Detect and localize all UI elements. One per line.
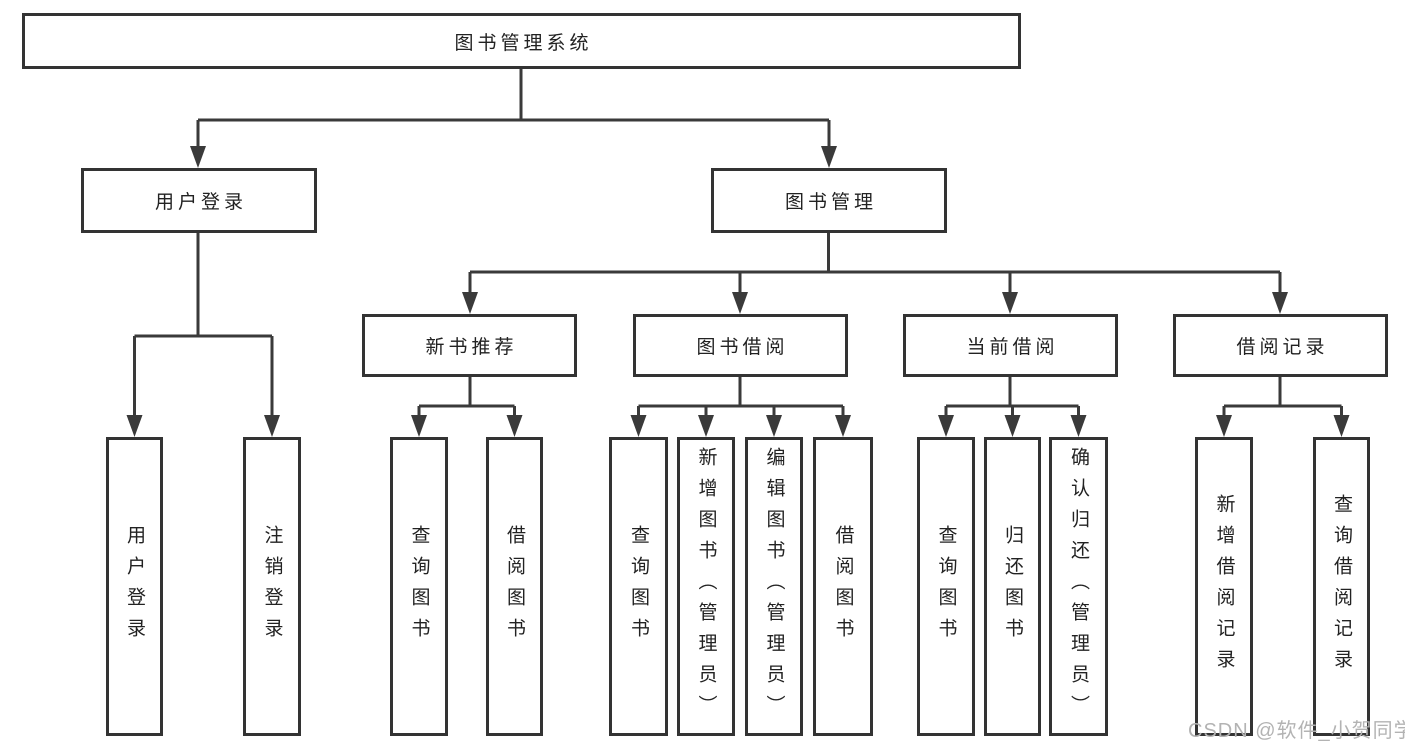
- leaf-borrow-query-books: 查询图书: [609, 437, 668, 736]
- leaf-recommend-query-books: 查询图书: [390, 437, 448, 736]
- leaf-recommend-borrow-books: 借阅图书: [486, 437, 543, 736]
- leaf-edit-books-admin: 编辑图书（管理员）: [745, 437, 803, 736]
- leaf-confirm-return-admin: 确认归还（管理员）: [1049, 437, 1108, 736]
- node-user-login: 用户登录: [81, 168, 317, 233]
- leaf-add-borrow-record-label: 新增借阅记录: [1213, 493, 1235, 680]
- leaf-add-books-admin-label: 新增图书（管理员）: [695, 447, 717, 726]
- arrowheads: [126, 146, 1350, 437]
- leaf-add-borrow-record: 新增借阅记录: [1195, 437, 1253, 736]
- leaf-edit-books-admin-label: 编辑图书（管理员）: [763, 447, 785, 726]
- leaf-add-books-admin: 新增图书（管理员）: [677, 437, 735, 736]
- leaf-borrow-books: 借阅图书: [813, 437, 873, 736]
- leaf-query-borrow-record: 查询借阅记录: [1313, 437, 1370, 736]
- leaf-user-login-label: 用户登录: [124, 524, 145, 649]
- node-new-book-recommend: 新书推荐: [362, 314, 577, 377]
- node-book-borrow: 图书借阅: [633, 314, 848, 377]
- node-book-management-label: 图书管理: [784, 192, 877, 213]
- leaf-borrow-query-books-label: 查询图书: [628, 524, 649, 649]
- node-current-borrow-label: 当前借阅: [966, 337, 1059, 358]
- leaf-confirm-return-admin-label: 确认归还（管理员）: [1068, 447, 1089, 726]
- leaf-current-query-books-label: 查询图书: [935, 524, 957, 649]
- node-new-book-recommend-label: 新书推荐: [425, 337, 518, 358]
- node-root-system: 图书管理系统: [22, 13, 1021, 69]
- leaf-recommend-query-books-label: 查询图书: [408, 524, 430, 649]
- leaf-return-books-label: 归还图书: [1002, 524, 1023, 649]
- node-borrow-records-label: 借阅记录: [1236, 337, 1329, 358]
- watermark: CSDN @软件_小贺同学: [1188, 720, 1405, 742]
- leaf-query-borrow-record-label: 查询借阅记录: [1331, 493, 1352, 680]
- node-book-borrow-label: 图书借阅: [696, 337, 789, 358]
- node-current-borrow: 当前借阅: [903, 314, 1118, 377]
- leaf-logout-label: 注销登录: [261, 524, 283, 649]
- node-user-login-label: 用户登录: [154, 192, 247, 213]
- leaf-current-query-books: 查询图书: [917, 437, 975, 736]
- leaf-logout: 注销登录: [243, 437, 301, 736]
- leaf-recommend-borrow-books-label: 借阅图书: [504, 524, 525, 649]
- node-borrow-records: 借阅记录: [1173, 314, 1388, 377]
- leaf-return-books: 归还图书: [984, 437, 1041, 736]
- node-book-management: 图书管理: [711, 168, 947, 233]
- leaf-user-login: 用户登录: [106, 437, 163, 736]
- node-root-label: 图书管理系统: [454, 32, 593, 54]
- leaf-borrow-books-label: 借阅图书: [832, 524, 854, 649]
